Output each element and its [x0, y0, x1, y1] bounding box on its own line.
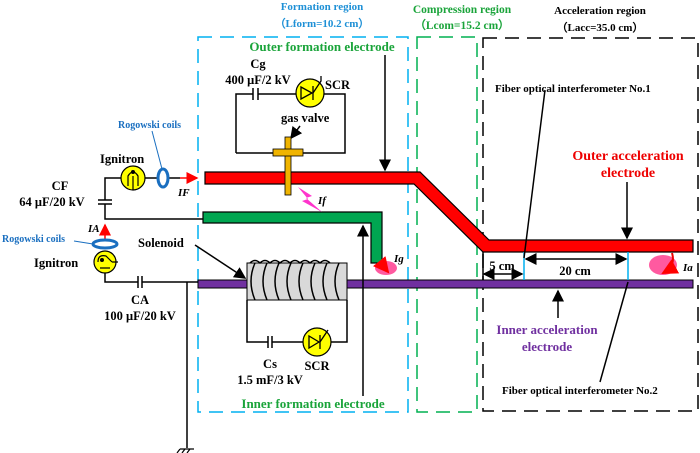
cf-name: CF: [52, 179, 69, 193]
current-if: If: [317, 195, 327, 207]
ground-icon: [176, 448, 194, 453]
current-IA: IA: [87, 223, 100, 235]
inner-acceleration-electrode-label-1: Inner acceleration: [496, 322, 598, 337]
gas-valve-label: gas valve: [281, 111, 330, 125]
cg-capacitor: [252, 88, 259, 100]
outer-formation-electrode-label: Outer formation electrode: [249, 39, 395, 54]
scr-top-icon: [295, 76, 325, 108]
inner-formation-electrode-bar: [202, 211, 383, 264]
acceleration-region-length: （Lacc=35.0 cm）: [557, 21, 644, 34]
current-IF: IF: [177, 187, 190, 199]
cs-name: Cs: [263, 357, 277, 371]
distance-5cm: 5 cm: [489, 259, 515, 273]
current-ia: Ia: [682, 262, 693, 274]
acceleration-region-box: [482, 37, 699, 412]
outer-acceleration-electrode-label-2: electrode: [601, 166, 655, 181]
lightning-if-icon: [298, 187, 322, 212]
solenoid-coil: [246, 259, 348, 301]
plasma-ig-icon: [373, 256, 397, 275]
formation-region-box: [197, 36, 409, 413]
rogowski-coil-top-icon: [156, 167, 170, 189]
outer-electrode: [204, 171, 694, 253]
fiber2-label: Fiber optical interferometer No.2: [502, 385, 658, 397]
rogowski-top-label: Rogowski coils: [118, 120, 181, 131]
ignitron-bottom-icon: [93, 250, 118, 274]
cf-rating: 64 μF/20 kV: [19, 195, 84, 209]
compression-region-length: （Lcom=15.2 cm）: [414, 18, 509, 32]
scr-top-label: SCR: [325, 78, 351, 92]
ignitron-top-icon: [120, 165, 146, 191]
gas-valve-icon: [272, 136, 304, 196]
outer-acceleration-electrode-label-1: Outer acceleration: [572, 149, 684, 164]
ignitron-top-label: Ignitron: [100, 152, 144, 166]
rogowski-left-label: Rogowski coils: [2, 234, 65, 245]
cg-name: Cg: [250, 57, 266, 71]
ca-name: CA: [131, 293, 149, 307]
inner-formation-electrode-label: Inner formation electrode: [241, 396, 384, 411]
compression-region-title: Compression region: [413, 4, 512, 16]
acceleration-region-title: Acceleration region: [554, 5, 646, 17]
current-ig: Ig: [393, 253, 404, 265]
cf-capacitor: [98, 199, 112, 205]
formation-region-title: Formation region: [281, 1, 364, 13]
rogowski-coil-left-icon: [91, 238, 119, 250]
formation-region-length: （Lform=10.2 cm）: [275, 17, 370, 30]
ca-capacitor: [137, 276, 143, 288]
cs-capacitor: [267, 336, 273, 348]
ignitron-bottom-label: Ignitron: [34, 256, 78, 270]
plasma-ia-icon: [649, 252, 680, 275]
ca-rating: 100 μF/20 kV: [104, 309, 176, 323]
solenoid-pointer: [194, 244, 247, 279]
cs-rating: 1.5 mF/3 kV: [237, 373, 303, 387]
distance-20cm: 20 cm: [559, 264, 591, 278]
scr-bottom-icon: [302, 327, 332, 357]
compression-region-box: [416, 36, 478, 413]
inner-acceleration-electrode-label-2: electrode: [522, 339, 573, 354]
scr-bottom-label: SCR: [304, 359, 330, 373]
cg-rating: 400 μF/2 kV: [225, 73, 290, 87]
solenoid-label: Solenoid: [138, 236, 184, 250]
inner-electrode-bar: [197, 279, 694, 289]
fiber1-label: Fiber optical interferometer No.1: [495, 83, 651, 95]
